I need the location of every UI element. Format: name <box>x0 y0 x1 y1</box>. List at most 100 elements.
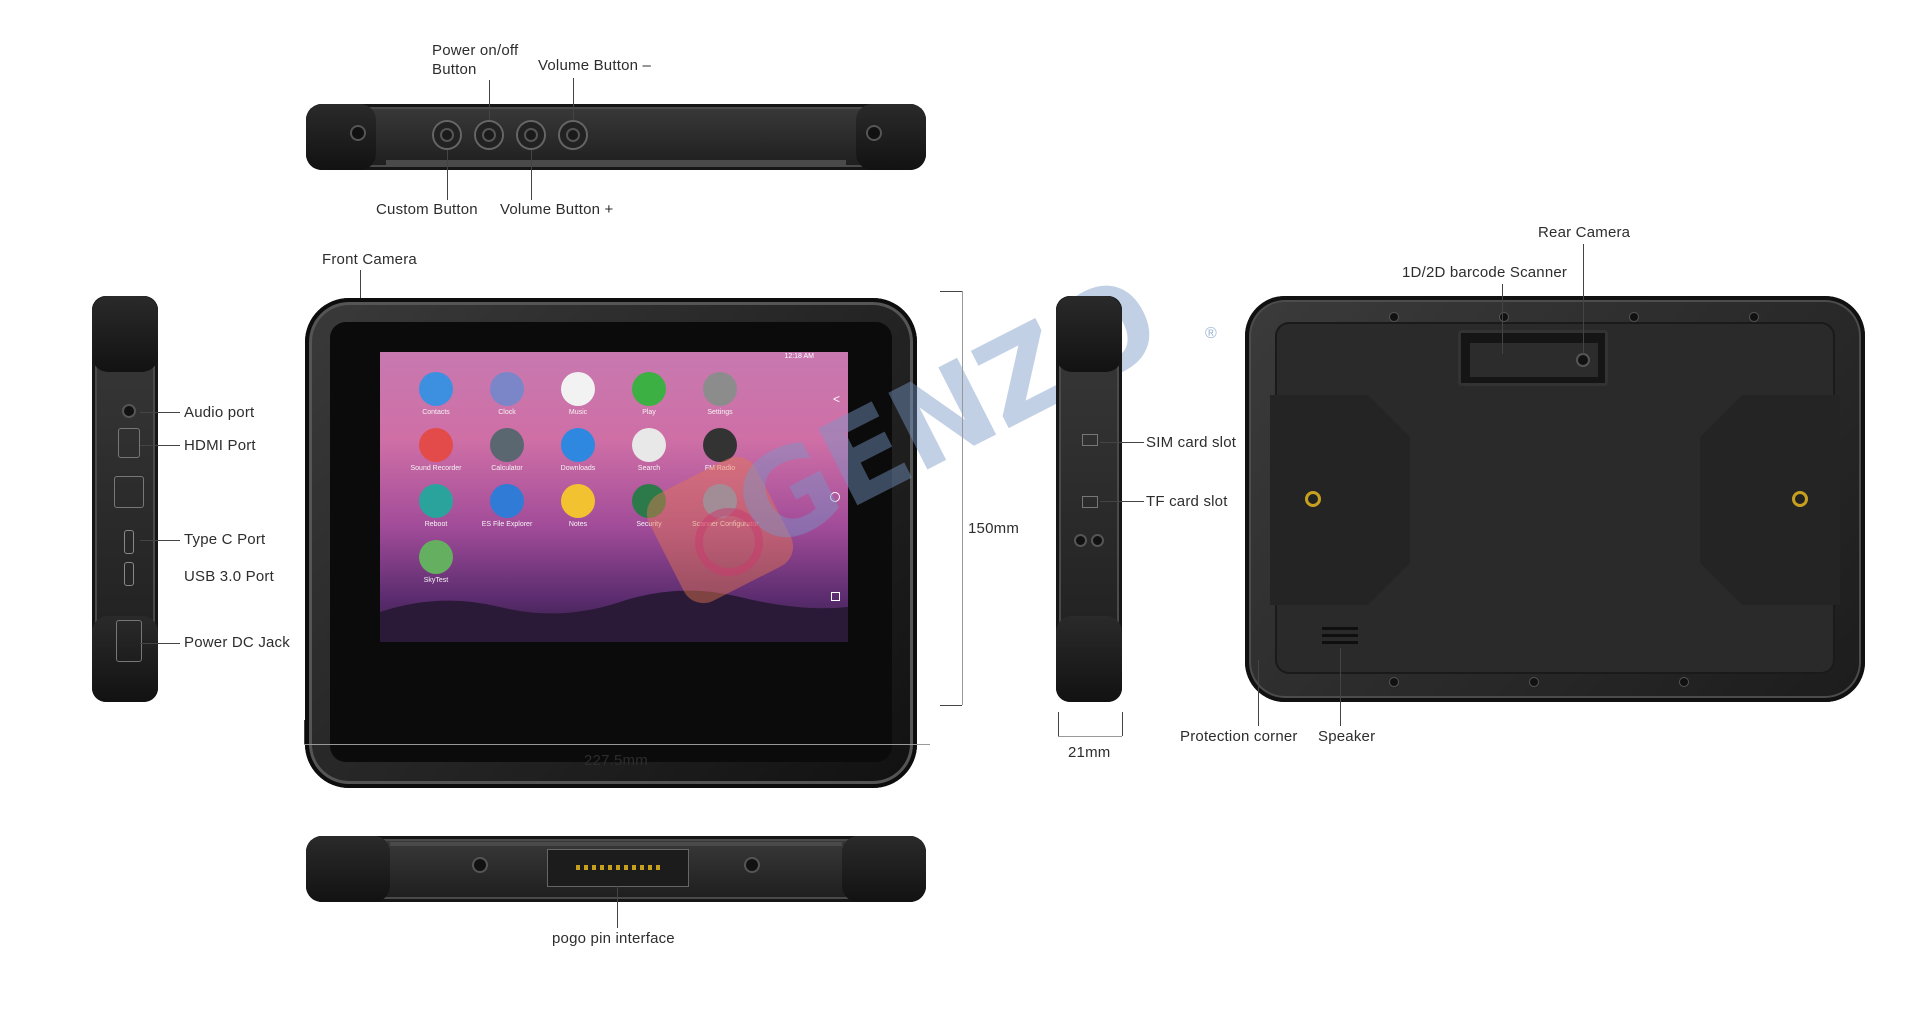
app-label: Security <box>636 521 662 528</box>
power-button-leader <box>489 80 490 120</box>
usb-ports-cover <box>114 476 144 508</box>
app-recorder[interactable]: Sound Recorder <box>408 428 464 472</box>
volume-plus-button[interactable] <box>518 122 544 148</box>
app-download[interactable]: Downloads <box>550 428 606 472</box>
app-label: Reboot <box>424 521 448 528</box>
height-dimension: 150mm <box>968 520 1020 537</box>
audio-port-leader <box>140 412 180 413</box>
tablet-top-view <box>306 104 926 170</box>
search-icon <box>632 428 666 462</box>
app-clock[interactable]: Clock <box>479 372 535 416</box>
back-grip-left <box>1270 395 1410 605</box>
bottom-edge-strip <box>390 842 842 846</box>
width-dimension: 227.5mm <box>584 752 648 769</box>
power-button[interactable] <box>476 122 502 148</box>
front-camera-label: Front Camera <box>322 251 417 268</box>
back-screw-7 <box>1680 678 1688 686</box>
back-screw-6 <box>1530 678 1538 686</box>
bottom-left-corner <box>306 836 390 902</box>
rear-camera-leader <box>1583 244 1584 354</box>
recorder-icon <box>419 428 453 462</box>
reboot-icon <box>419 484 453 518</box>
top-screw-right <box>868 127 880 139</box>
status-bar: 12:18 AM <box>380 352 848 364</box>
custom-button[interactable] <box>434 122 460 148</box>
music-icon <box>561 372 595 406</box>
back-screw-5 <box>1390 678 1398 686</box>
app-radio[interactable]: FM Radio <box>692 428 748 472</box>
wallpaper-mountains <box>380 590 848 642</box>
volume-minus-label: Volume Button – <box>538 57 652 74</box>
nav-home-icon[interactable] <box>830 492 840 502</box>
app-label: Play <box>642 409 656 416</box>
usb-port <box>124 562 134 586</box>
sim-slot-leader <box>1100 442 1144 443</box>
app-label: Notes <box>568 521 588 528</box>
volume-minus-button[interactable] <box>560 122 586 148</box>
tf-slot-leader <box>1100 501 1144 502</box>
speaker-slot-2 <box>1322 634 1358 637</box>
height-dim-bottom <box>940 705 962 706</box>
rear-camera-label: Rear Camera <box>1538 224 1631 241</box>
app-label: Clock <box>498 409 516 416</box>
app-settings[interactable]: Settings <box>692 372 748 416</box>
app-music[interactable]: Music <box>550 372 606 416</box>
android-icon <box>419 540 453 574</box>
app-label: Search <box>637 465 661 472</box>
app-android[interactable]: SkyTest <box>408 540 464 584</box>
speaker-slot-1 <box>1322 627 1358 630</box>
height-dim-line <box>962 291 963 705</box>
top-right-corner <box>856 104 926 170</box>
speaker-slot-3 <box>1322 641 1358 644</box>
app-search[interactable]: Search <box>621 428 677 472</box>
pogo-pin-connector <box>548 850 688 886</box>
app-contacts[interactable]: Contacts <box>408 372 464 416</box>
settings-icon <box>703 372 737 406</box>
app-label: Settings <box>707 409 733 416</box>
nav-back-icon[interactable]: < <box>832 392 840 406</box>
app-label: SkyTest <box>423 577 449 584</box>
speaker-leader <box>1340 648 1341 726</box>
app-security[interactable]: Security <box>621 484 677 528</box>
width-dim-left <box>304 720 305 744</box>
app-play[interactable]: Play <box>621 372 677 416</box>
depth-dimension: 21mm <box>1068 744 1111 761</box>
front-camera-leader <box>360 270 361 300</box>
sim-slot-label: SIM card slot <box>1146 434 1237 451</box>
depth-dim-line <box>1058 736 1122 737</box>
power-button-label: Power on/off Button <box>432 42 519 78</box>
radio-icon <box>703 428 737 462</box>
pogo-pins <box>576 865 660 870</box>
volume-minus-leader <box>573 78 574 120</box>
back-screw-3 <box>1630 313 1638 321</box>
volume-plus-label: Volume Button + <box>500 201 614 218</box>
protection-corner-label: Protection corner <box>1180 728 1298 745</box>
right-side-top-corner <box>1056 296 1122 372</box>
top-edge-strip <box>386 160 846 165</box>
app-calculator[interactable]: Calculator <box>479 428 535 472</box>
security-icon <box>632 484 666 518</box>
depth-dim-right <box>1122 712 1123 736</box>
app-label: Downloads <box>560 465 596 472</box>
clock-icon <box>490 372 524 406</box>
app-label: Music <box>568 409 588 416</box>
back-screw-2 <box>1500 313 1508 321</box>
type-c-port-label: Type C Port <box>184 531 266 548</box>
dc-jack-leader <box>140 643 180 644</box>
app-label: FM Radio <box>704 465 736 472</box>
custom-button-leader <box>447 150 448 200</box>
watermark-registered: ® <box>1205 325 1217 342</box>
right-side-screw-a <box>1076 536 1085 545</box>
status-time: 12:18 AM <box>784 353 814 360</box>
app-label: Sound Recorder <box>410 465 462 472</box>
nav-recents-icon[interactable] <box>831 592 840 601</box>
tf-slot-label: TF card slot <box>1146 493 1228 510</box>
app-reboot[interactable]: Reboot <box>408 484 464 528</box>
audio-port <box>124 406 134 416</box>
back-screw-1 <box>1390 313 1398 321</box>
hdmi-port-label: HDMI Port <box>184 437 256 454</box>
app-notes[interactable]: Notes <box>550 484 606 528</box>
speaker-label: Speaker <box>1318 728 1376 745</box>
app-files[interactable]: ES File Explorer <box>479 484 535 528</box>
